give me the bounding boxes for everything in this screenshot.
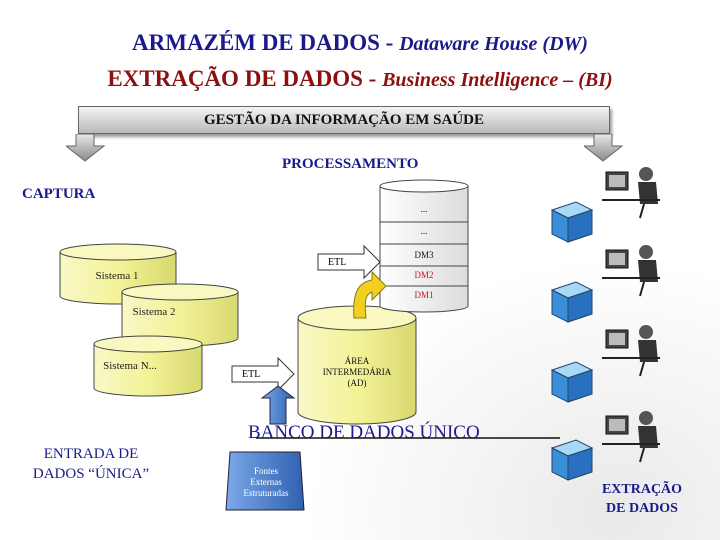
user-at-computer-3-icon <box>602 325 660 376</box>
dm1-label: DM1 <box>404 290 444 300</box>
extracao-line-2: DE DADOS <box>592 501 692 517</box>
fontes-line-1: Fontes <box>228 466 304 476</box>
area-line-3: (AD) <box>300 378 414 388</box>
dm-dots-2: ... <box>404 226 444 236</box>
dm3-label: DM3 <box>404 250 444 260</box>
user-at-computer-1-icon <box>602 167 660 218</box>
user-at-computer-4-icon <box>602 411 660 462</box>
user-at-computer-2-icon <box>602 245 660 296</box>
blue-up-arrow-icon <box>262 386 294 424</box>
sistema-2-label: Sistema 2 <box>124 306 184 318</box>
etl-label-upper: ETL <box>328 257 346 268</box>
olap-cube-4-icon <box>552 440 592 480</box>
fontes-line-3: Estruturadas <box>228 488 304 498</box>
olap-cube-1-icon <box>552 202 592 242</box>
entrada-line-2: DADOS “ÚNICA” <box>16 466 166 483</box>
extracao-line-1: EXTRAÇÃO <box>592 482 692 498</box>
sistema-1-label: Sistema 1 <box>82 270 152 282</box>
dm-dots-1: ... <box>404 204 444 214</box>
etl-label-lower: ETL <box>242 369 260 380</box>
entrada-line-1: ENTRADA DE <box>16 446 166 463</box>
sistema-n-label: Sistema N... <box>98 360 162 372</box>
area-line-1: ÁREA <box>300 356 414 366</box>
area-line-2: INTERMEDÁRIA <box>300 367 414 377</box>
fontes-line-2: Externas <box>228 477 304 487</box>
olap-cube-2-icon <box>552 282 592 322</box>
banco-label: BANCO DE DADOS ÚNICO <box>248 422 480 444</box>
olap-cube-3-icon <box>552 362 592 402</box>
dm2-label: DM2 <box>404 270 444 280</box>
